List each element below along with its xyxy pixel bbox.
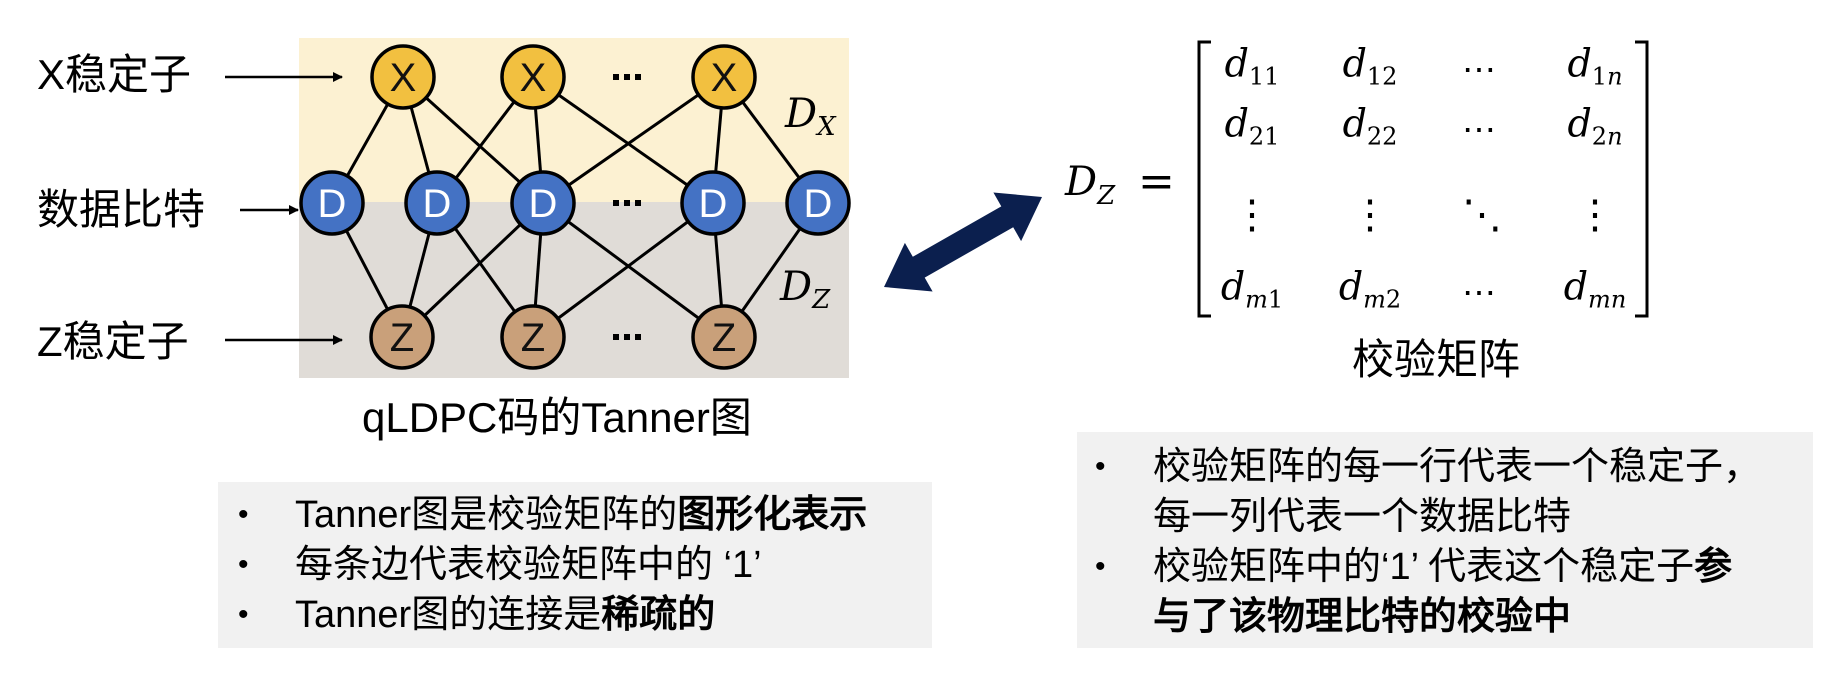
z-stabilizer-node-circle: [500, 304, 566, 370]
matrix-ellipsis: ⋯: [1462, 110, 1502, 150]
x-stabilizer-node: X: [500, 44, 566, 110]
left-bracket: [1197, 40, 1211, 318]
data-bit-node: D: [299, 170, 365, 236]
tanner-note-1: Tanner图是校验矩阵的图形化表示: [295, 494, 868, 536]
matrix-ellipsis: ⋱: [1462, 192, 1502, 238]
matrix-entry: dm1: [1220, 264, 1284, 314]
matrix-ellipsis: ⋮: [1575, 192, 1615, 238]
matrix-entry: d2n: [1567, 101, 1623, 151]
data-bit-node-label: D: [529, 182, 558, 226]
data-bit-node-circle: [785, 170, 851, 236]
right-bracket: [1635, 40, 1649, 318]
matrix-entry: dm2: [1338, 264, 1402, 314]
matrix-entry: d11: [1224, 41, 1280, 91]
matrix-brackets: [1197, 40, 1649, 318]
data-bit-node: D: [680, 170, 746, 236]
z-stabilizer-node-label: Z: [390, 316, 414, 360]
data-bit-node-label: D: [804, 182, 833, 226]
matrix-note-2-line-1: 校验矩阵中的‘1’ 代表这个稳定子参: [1153, 546, 1733, 588]
z-stabilizer-label: Z稳定子: [37, 318, 189, 365]
bullet-icon: •: [238, 598, 249, 631]
data-bit-node-label: D: [318, 182, 347, 226]
z-stabilizer-node-label: Z: [712, 316, 736, 360]
x-stabilizer-node-circle: [370, 44, 436, 110]
double-arrow-icon: [884, 192, 1042, 292]
z-stabilizer-node: Z: [369, 304, 435, 370]
matrix-ellipsis: ⋯: [1462, 273, 1502, 313]
ellipsis-icon: [613, 200, 641, 206]
edge-X3-D3: [542, 75, 725, 205]
matrix-lhs: DZ: [1065, 159, 1116, 211]
matrix-note-1-line-1: 校验矩阵的每一行代表一个稳定子，: [1153, 446, 1762, 488]
edge-Z3-D3: [542, 201, 725, 339]
matrix-entry: dmn: [1563, 264, 1627, 314]
matrix-notes-box: • 校验矩阵的每一行代表一个稳定子， 每一列代表一个数据比特 • 校验矩阵中的‘…: [1077, 432, 1813, 648]
matrix-ellipsis: ⋯: [1462, 50, 1502, 90]
x-stabilizer-node-circle: [691, 44, 757, 110]
data-bit-node-circle: [680, 170, 746, 236]
z-stabilizer-node: Z: [500, 304, 566, 370]
data-bit-node-circle: [404, 170, 470, 236]
dz-label: DZ: [779, 264, 831, 315]
edge-Z2-D4: [532, 201, 714, 339]
x-stabilizer-node-label: X: [711, 56, 738, 100]
data-bit-node-label: D: [699, 182, 728, 226]
dx-label: DX: [784, 91, 837, 142]
tanner-note-2: 每条边代表校验矩阵中的 ‘1’: [295, 544, 762, 586]
data-bits-label: 数据比特: [37, 186, 206, 233]
matrix-entry: d12: [1342, 41, 1398, 91]
matrix-ellipsis: ⋮: [1350, 192, 1390, 238]
bullet-icon: •: [238, 548, 249, 581]
data-bit-node: D: [510, 170, 576, 236]
ellipsis-icon: [613, 74, 641, 80]
x-stabilizer-node-label: X: [390, 56, 417, 100]
bullet-icon: •: [238, 498, 249, 531]
data-bit-node: D: [785, 170, 851, 236]
matrix-note-1-line-2: 每一列代表一个数据比特: [1153, 496, 1572, 538]
matrix-entry: d1n: [1567, 41, 1623, 91]
x-stabilizer-node-label: X: [520, 56, 547, 100]
bullet-icon: •: [1095, 450, 1106, 483]
matrix-entry: d22: [1342, 101, 1398, 151]
z-stabilizer-node-circle: [369, 304, 435, 370]
edge-X2-D4: [532, 75, 714, 205]
ellipsis-icon: [613, 334, 641, 340]
x-stabilizer-node: X: [370, 44, 436, 110]
bullet-icon: •: [1095, 550, 1106, 583]
matrix-entry: d21: [1224, 101, 1280, 151]
matrix-ellipsis: ⋮: [1232, 192, 1272, 238]
z-stabilizer-node: Z: [691, 304, 757, 370]
data-bit-node: D: [404, 170, 470, 236]
matrix-note-2-line-2: 与了该物理比特的校验中: [1153, 596, 1572, 638]
x-stabilizer-label: X稳定子: [37, 51, 192, 98]
x-stabilizer-node-circle: [500, 44, 566, 110]
z-stabilizer-node-label: Z: [521, 316, 545, 360]
tanner-graph-caption: qLDPC码的Tanner图: [362, 394, 752, 441]
data-bit-node-label: D: [423, 182, 452, 226]
tanner-note-3: Tanner图的连接是稀疏的: [295, 594, 716, 636]
z-stabilizer-node-circle: [691, 304, 757, 370]
x-stabilizer-node: X: [691, 44, 757, 110]
matrix-equals: =: [1138, 156, 1175, 207]
data-bit-node-circle: [510, 170, 576, 236]
matrix-caption: 校验矩阵: [1352, 336, 1521, 383]
tanner-notes-box: • Tanner图是校验矩阵的图形化表示 • 每条边代表校验矩阵中的 ‘1’ •…: [218, 482, 932, 648]
data-bit-node-circle: [299, 170, 365, 236]
